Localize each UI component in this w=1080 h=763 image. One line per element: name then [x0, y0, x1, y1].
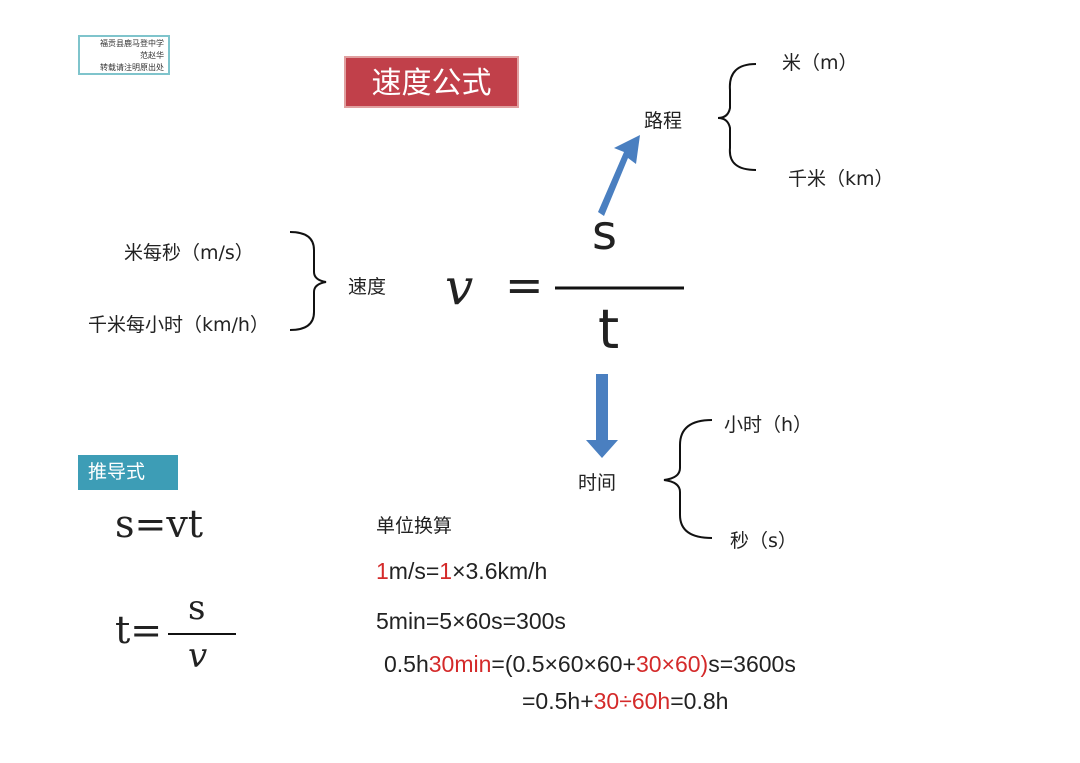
speed-unit: 米每秒（m/s） [124, 242, 254, 264]
derived-formula-s: s=vt [115, 502, 204, 546]
distance-unit: 千米（km） [788, 168, 894, 190]
conversion-line: 0.5h30min=(0.5×60×60+30×60)s=3600s [384, 651, 796, 678]
text-segment: =0.8h [670, 688, 729, 714]
distance-label: 路程 [644, 110, 683, 132]
conversion-line: =0.5h+30÷60h=0.8h [522, 688, 728, 715]
stamp-line: 范赵华 [140, 51, 164, 60]
brace-distance [717, 63, 757, 171]
formula-s: s [592, 205, 618, 261]
distance-unit: 米（m） [782, 52, 858, 74]
formula-t: t [598, 298, 620, 361]
brace-speed [289, 231, 327, 331]
time-label: 时间 [578, 472, 617, 494]
page-title: 速度公式 [344, 56, 519, 108]
text-segment: =0.5h+ [522, 688, 594, 714]
text-segment: m/s= [388, 558, 440, 584]
text-segment: 0.5h [384, 651, 429, 677]
watermark-stamp: 福贡县鹿马登中学 范赵华 转载请注明原出处 [78, 35, 170, 75]
derived-formula-t-left: t= [115, 608, 163, 652]
highlight-text: 1 [376, 558, 389, 584]
derived-badge: 推导式 [78, 455, 178, 490]
highlight-text: 30min [428, 651, 492, 677]
highlight-text: 1 [439, 558, 453, 584]
speed-label: 速度 [348, 276, 387, 298]
arrow-up-icon [598, 135, 640, 216]
conversion-line: 1m/s=1×3.6km/h [376, 558, 547, 585]
arrow-down-icon [586, 374, 618, 458]
text-segment: s=3600s [708, 651, 796, 677]
highlight-text: 30÷60h [593, 688, 671, 714]
derived-formula-num: s [188, 588, 206, 628]
highlight-text: 30×60) [635, 651, 709, 677]
time-unit: 小时（h） [724, 414, 813, 436]
time-unit: 秒（s） [730, 530, 797, 552]
brace-time [663, 419, 713, 539]
formula-v: v [445, 258, 474, 316]
conversion-heading: 单位换算 [376, 515, 453, 537]
text-segment: ×3.6km/h [452, 558, 548, 584]
text-segment: 5min=5×60s=300s [376, 608, 566, 634]
stamp-line: 福贡县鹿马登中学 [100, 39, 164, 48]
text-segment: =(0.5×60×60+ [491, 651, 636, 677]
speed-unit: 千米每小时（km/h） [88, 314, 269, 336]
derived-formula-den: v [188, 636, 208, 676]
stamp-line: 转载请注明原出处 [100, 63, 164, 72]
formula-equals: = [505, 258, 544, 312]
conversion-line: 5min=5×60s=300s [376, 608, 566, 635]
